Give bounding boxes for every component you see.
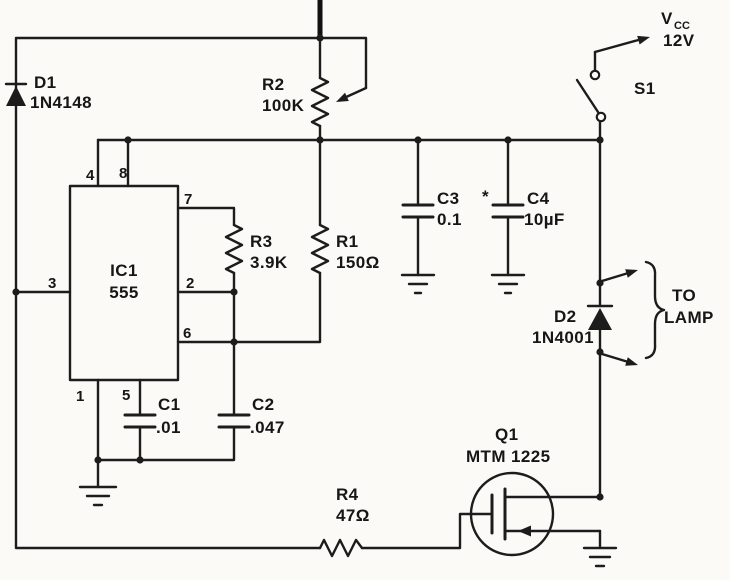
c4-ref-label: C4: [527, 189, 550, 208]
r4-ref-label: R4: [336, 485, 359, 504]
wire-pin7: [176, 206, 236, 227]
s1-terminal-top: [589, 69, 601, 81]
component-d1-diode: D1 1N4148: [4, 73, 92, 112]
component-c4-capacitor: * C4 10µF: [482, 187, 565, 229]
lamp-brace: [644, 260, 666, 360]
ic1-ref-label: IC1: [110, 261, 138, 280]
lamp-connection: TO LAMP: [600, 260, 714, 366]
ic1-pin4-label: 4: [86, 167, 95, 184]
r3-value-label: 3.9K: [250, 253, 288, 272]
ic1-pin1-label: 1: [76, 388, 84, 405]
lamp-arrow-bottom-head: [625, 357, 638, 366]
q1-value-label: MTM 1225: [466, 447, 550, 466]
component-s1-switch: S1: [575, 69, 656, 123]
r1-zigzag: [310, 223, 330, 275]
d2-value-label: 1N4001: [532, 328, 594, 347]
d2-symbol: [588, 308, 612, 330]
lamp-arrow-bottom-shaft: [600, 352, 632, 364]
r2-zigzag: [310, 76, 330, 128]
lamp-arrow-top-shaft: [600, 271, 632, 283]
c2-plates: [217, 413, 251, 429]
c2-value-label: .047: [250, 418, 285, 437]
ic1-body: [68, 184, 180, 382]
ic1-pin7-label: 7: [184, 191, 192, 208]
c2-ref-label: C2: [252, 395, 275, 414]
ic1-pin8-label: 8: [119, 165, 127, 182]
r1-value-label: 150Ω: [336, 253, 380, 272]
r4-zigzag: [318, 538, 364, 558]
to-lamp-label-line1: TO: [672, 286, 696, 305]
q1-body: [469, 471, 555, 557]
component-c1-capacitor: C1 .01: [123, 395, 181, 437]
s1-blade: [575, 78, 600, 114]
ic1-pin5-label: 5: [122, 387, 130, 404]
d1-value-label: 1N4148: [30, 93, 92, 112]
r2-value-label: 100K: [262, 96, 305, 115]
to-lamp-label-line2: LAMP: [664, 308, 714, 327]
r3-zigzag: [224, 223, 244, 275]
s1-ref-label: S1: [634, 79, 656, 98]
component-c2-capacitor: C2 .047: [217, 395, 285, 437]
ground-c3-icon: [400, 273, 436, 295]
component-r1-resistor: R1 150Ω: [310, 223, 380, 275]
ic1-pin2-label: 2: [186, 275, 194, 292]
c1-value-label: .01: [156, 418, 181, 437]
vcc-arrow-shaft: [593, 37, 644, 54]
vcc-arrowhead: [637, 35, 650, 45]
c1-ref-label: C1: [158, 395, 181, 414]
component-c3-capacitor: C3 0.1: [401, 189, 462, 229]
ground-symbols: [78, 273, 618, 568]
lamp-arrow-top-head: [625, 269, 638, 278]
s1-terminal-bottom: [595, 111, 607, 123]
r4-value-label: 47Ω: [336, 506, 370, 525]
c4-polarity-star: *: [482, 187, 489, 206]
r3-ref-label: R3: [250, 232, 273, 251]
c1-plates: [123, 413, 157, 429]
r2-wiper-wire: [318, 36, 368, 90]
d1-symbol: [6, 86, 26, 106]
component-q1-mosfet: Q1 MTM 1225: [466, 425, 602, 557]
component-r4-resistor: R4 47Ω: [318, 485, 370, 558]
component-ic1-555: IC1 555 4 8 7 3 2 6 1 5: [48, 165, 194, 405]
ic1-pin6-label: 6: [183, 325, 191, 342]
ground-ic-icon: [78, 485, 118, 507]
vcc-supply: V CC 12V: [593, 9, 695, 54]
component-r2-potentiometer: R2 100K: [262, 36, 368, 128]
c3-plates: [401, 203, 435, 219]
ground-c4-icon: [490, 273, 526, 295]
r2-ref-label: R2: [262, 75, 285, 94]
r1-ref-label: R1: [336, 232, 359, 251]
c4-plates: [491, 203, 525, 219]
q1-ref-label: Q1: [495, 425, 518, 444]
c3-ref-label: C3: [437, 189, 460, 208]
ic1-value-label: 555: [109, 283, 139, 302]
r2-wiper-arrow-shaft: [342, 86, 368, 100]
junction-dots: [12, 34, 604, 501]
ground-q1-icon: [582, 546, 618, 568]
d1-ref-label: D1: [34, 73, 57, 92]
wire-gate: [360, 512, 494, 550]
wire-pin6: [176, 271, 322, 344]
c3-value-label: 0.1: [437, 210, 462, 229]
wire-network: [14, 0, 602, 550]
q1-source-arrowhead: [518, 525, 531, 537]
component-d2-diode: D2 1N4001: [532, 304, 614, 347]
r2-wiper-arrowhead: [336, 92, 349, 102]
ic1-pin3-label: 3: [48, 275, 56, 292]
component-r3-resistor: R3 3.9K: [224, 223, 288, 275]
vcc-label: V: [661, 9, 673, 28]
vcc-subscript: CC: [674, 20, 690, 32]
vcc-value-label: 12V: [663, 31, 695, 50]
d2-ref-label: D2: [554, 307, 577, 326]
c4-value-label: 10µF: [524, 210, 565, 229]
